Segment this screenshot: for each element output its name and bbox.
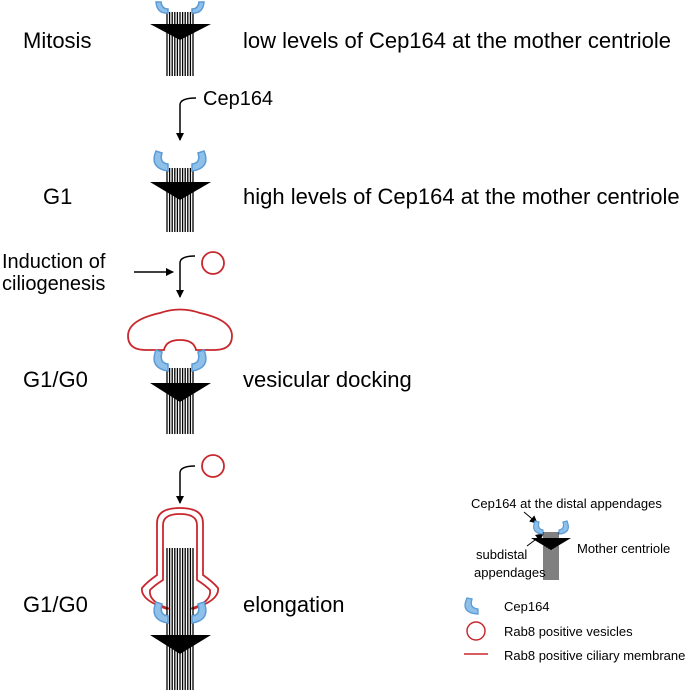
stage-elongation-label: G1/G0	[23, 592, 88, 617]
centriole-docking	[150, 368, 211, 434]
rab8-ciliary-membrane	[141, 507, 219, 610]
legend-subdistal-line1: subdistal	[476, 547, 528, 562]
axoneme-elongation	[166, 548, 194, 690]
arrow-elongation	[176, 465, 196, 504]
stage-mitosis-label: Mitosis	[23, 28, 92, 53]
legend-subdistal-line2: appendages	[474, 565, 546, 580]
legend-cep164-icon	[464, 597, 479, 615]
stage-docking-label: G1/G0	[23, 367, 88, 392]
centriole-mitosis	[150, 12, 211, 76]
legend-mother-centriole-label: Mother centriole	[577, 541, 671, 556]
cep164-arrow-label: Cep164	[203, 88, 274, 110]
legend-distal-label: Cep164 at the distal appendages	[471, 496, 662, 511]
induction-label-line1: Induction of	[2, 251, 106, 273]
subdistal-appendage-elongation	[150, 635, 211, 654]
cep164-elongation	[153, 601, 207, 624]
legend-centriole-icon	[531, 532, 571, 580]
arrow-induction	[134, 255, 196, 298]
stage-docking-description: vesicular docking	[243, 367, 412, 392]
stage-g1-label: G1	[43, 184, 73, 209]
legend-rab8-vesicles-label: Rab8 positive vesicles	[504, 624, 633, 639]
rab8-docked-vesicle	[127, 308, 233, 351]
rab8-vesicle-icon-2	[201, 454, 225, 478]
legend-rab8-membrane-label: Rab8 positive ciliary membrane	[504, 648, 686, 663]
cep164-g1	[153, 150, 207, 172]
stage-mitosis-description: low levels of Cep164 at the mother centr…	[243, 28, 672, 53]
legend-rab8-vesicle-icon	[466, 621, 486, 641]
centriole-g1	[150, 168, 211, 232]
legend-cep164-label: Cep164	[504, 599, 550, 614]
cep164-docking	[153, 349, 207, 372]
stage-g1-description: high levels of Cep164 at the mother cent…	[243, 184, 680, 209]
arrow-cep164	[176, 97, 197, 141]
cep164-mitosis	[155, 1, 205, 14]
stage-elongation-description: elongation	[243, 592, 345, 617]
legend-cep164-on-centriole	[533, 520, 569, 535]
induction-label-line2: ciliogenesis	[2, 273, 106, 295]
rab8-vesicle-icon	[201, 251, 225, 275]
